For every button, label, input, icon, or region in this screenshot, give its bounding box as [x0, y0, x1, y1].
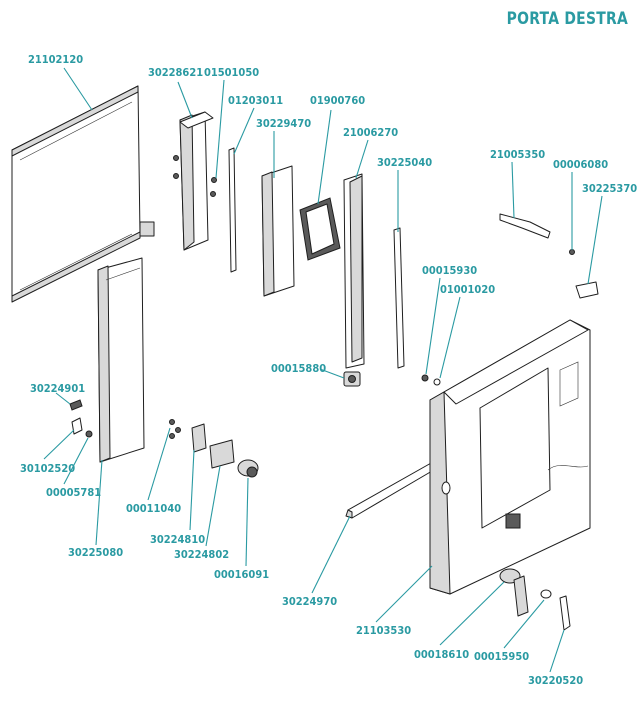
part-plate-30102520 [71, 417, 83, 435]
part-glass-panel [11, 85, 155, 303]
label-21006270: 21006270 [343, 126, 398, 139]
label-21102120: 21102120 [28, 53, 83, 66]
label-30225370: 30225370 [582, 182, 637, 195]
part-cylinder-00016091 [237, 459, 259, 478]
label-21103530: 21103530 [356, 624, 411, 637]
part-strip-30225040 [393, 227, 405, 369]
part-grip-30220520 [559, 595, 571, 631]
part-ring-00015950 [540, 589, 552, 599]
leader-lines [43, 67, 603, 673]
part-washer-00015930 [421, 374, 429, 382]
label-00015930: 00015930 [422, 264, 477, 277]
label-30225040: 30225040 [377, 156, 432, 169]
part-screws-01501050 [210, 177, 217, 197]
label-30102520: 30102520 [20, 462, 75, 475]
part-gasket-01900760 [299, 197, 341, 261]
page-title: PORTA DESTRA [506, 9, 628, 29]
part-rod-01203011 [228, 147, 237, 273]
part-lock-30224802 [209, 439, 235, 469]
label-00006080: 00006080 [553, 158, 608, 171]
label-01501050: 01501050 [204, 66, 259, 79]
label-01203011: 01203011 [228, 94, 283, 107]
label-30224802: 30224802 [174, 548, 229, 561]
label-00015880: 00015880 [271, 362, 326, 375]
label-21005350: 21005350 [490, 148, 545, 161]
part-bracket-30225370 [575, 281, 599, 299]
label-00005781: 00005781 [46, 486, 101, 499]
label-01001020: 01001020 [440, 283, 495, 296]
part-knob-00015880 [343, 371, 361, 387]
part-labels: 21102120 30228621 01501050 01203011 3022… [20, 53, 637, 687]
label-30224810: 30224810 [150, 533, 205, 546]
label-00015950: 00015950 [474, 650, 529, 663]
part-channel-30229470 [261, 165, 295, 297]
label-30228621: 30228621 [148, 66, 203, 79]
part-handle-00018610 [499, 568, 529, 617]
label-30229470: 30229470 [256, 117, 311, 130]
label-30224970: 30224970 [282, 595, 337, 608]
part-channel-30225080 [97, 257, 145, 463]
part-plate-30224810 [191, 423, 207, 453]
part-door-21103530 [429, 319, 591, 595]
label-30220520: 30220520 [528, 674, 583, 687]
part-bracket-21005350 [499, 213, 551, 239]
part-clip-30224901 [69, 399, 83, 411]
part-screws-00011040 [169, 419, 181, 439]
label-30224901: 30224901 [30, 382, 85, 395]
label-00011040: 00011040 [126, 502, 181, 515]
label-30225080: 30225080 [68, 546, 123, 559]
label-00016091: 00016091 [214, 568, 269, 581]
label-01900760: 01900760 [310, 94, 365, 107]
part-screw-00006080 [569, 249, 575, 255]
part-rail-30224970 [345, 457, 445, 519]
part-nut-00005781 [85, 430, 93, 438]
part-profile-21006270 [343, 173, 365, 369]
label-00018610: 00018610 [414, 648, 469, 661]
part-bracket-30228621 [173, 111, 214, 251]
part-washer-01001020 [433, 378, 441, 386]
